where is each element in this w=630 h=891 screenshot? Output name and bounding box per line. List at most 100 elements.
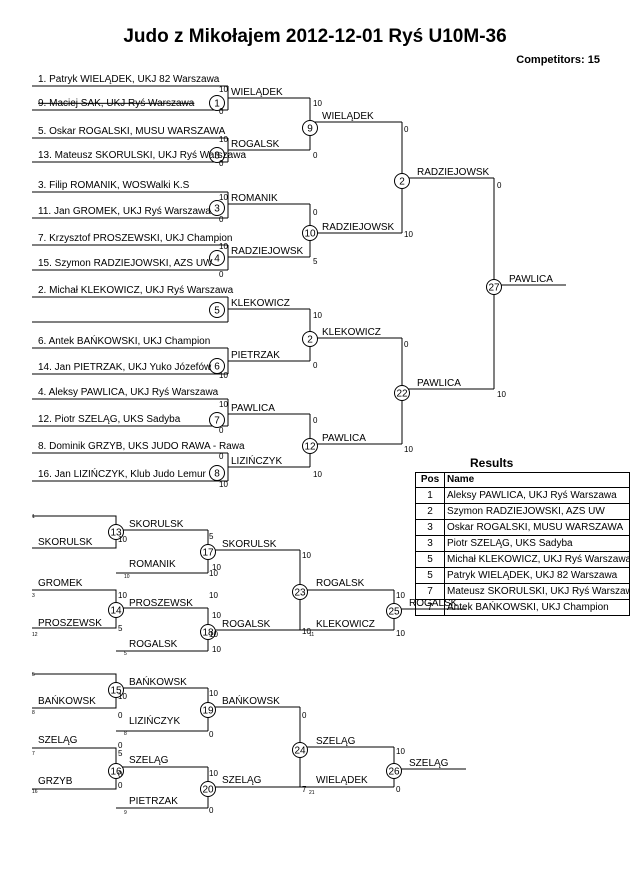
match-score: 10 (219, 400, 228, 409)
competitor-label: PROSZEWSK (38, 618, 102, 629)
match-number: 3 (214, 204, 220, 215)
results-name: Antek BAŃKOWSKI, UKJ Champion (444, 599, 630, 616)
entrant-name: 8. Dominik GRZYB, UKS JUDO RAWA - Rawa (38, 441, 245, 452)
match-number-circle (108, 763, 124, 779)
match-number-circle (200, 781, 216, 797)
match-score: 10 (396, 747, 405, 756)
competitors-count: Competitors: 15 (516, 54, 600, 66)
match-number: 4 (214, 254, 220, 265)
winner-label: WIELĄDEK (322, 111, 374, 122)
winner-label: PIETRZAK (231, 350, 280, 361)
match-number: 14 (110, 606, 122, 617)
match-score: 10 (118, 591, 127, 600)
winner-label: RADZIEJOWSK (322, 222, 395, 233)
winner-label: PROSZEWSK (129, 598, 193, 609)
match-number: 17 (202, 548, 214, 559)
match-score: 10 (396, 629, 405, 638)
match-score: 0 (313, 361, 318, 370)
match-number: 15 (110, 686, 122, 697)
match-number-circle (200, 544, 216, 560)
match-number-circle (209, 147, 225, 163)
seed-number: 10 (124, 574, 130, 580)
competitor-label: ROMANIK (129, 559, 176, 570)
entrant-name: 14. Jan PIETRZAK, UKJ Yuko Józefów (38, 362, 212, 373)
results-header-row: Pos Name (415, 472, 630, 488)
entrant-name: 5. Oskar ROGALSKI, MUSU WARSZAWA (38, 126, 226, 137)
match-number: 23 (294, 588, 306, 599)
match-score: 10 (209, 591, 218, 600)
match-score: 0 (219, 270, 224, 279)
seed-number: 8 (32, 710, 35, 716)
match-score: 10 (219, 480, 228, 489)
seed-number: 16 (32, 789, 38, 795)
match-score: 10 (209, 569, 218, 578)
results-pos: 3 (415, 535, 445, 552)
results-pos: 5 (415, 551, 445, 568)
match-score: 10 (118, 535, 127, 544)
match-number-circle (108, 524, 124, 540)
match-score: 0 (313, 416, 318, 425)
match-score: 10 (219, 371, 228, 380)
winner-label: ROGALSK (231, 139, 280, 150)
entrant-name: 13. Mateusz SKORULSKI, UKJ Ryś Warszawa (38, 150, 246, 161)
entrant-name: 2. Michał KLEKOWICZ, UKJ Ryś Warszawa (38, 285, 234, 296)
results-title: Results (470, 456, 514, 470)
results-name: Aleksy PAWLICA, UKJ Ryś Warszawa (444, 487, 630, 504)
match-number: 1 (214, 99, 220, 110)
winner-label: PAWLICA (231, 403, 275, 414)
seed-number: 12 (32, 632, 38, 638)
page-title: Judo z Mikołajem 2012-12-01 Ryś U10M-36 (123, 26, 507, 47)
match-number: 27 (488, 283, 500, 294)
seed-number: 11 (309, 632, 314, 638)
match-number: 18 (202, 628, 214, 639)
match-score: 10 (404, 230, 413, 239)
results-name: Oskar ROGALSKI, MUSU WARSZAWA (444, 519, 630, 536)
match-score: 0 (118, 741, 123, 750)
entrant-name: 3. Filip ROMANIK, WOSWalki K.S (38, 180, 190, 191)
match-score: 7 (302, 785, 307, 794)
match-score: 10 (396, 591, 405, 600)
match-score: 10 (118, 692, 127, 701)
match-number-circle (108, 682, 124, 698)
match-score: 10 (209, 769, 218, 778)
match-number-circle (200, 702, 216, 718)
match-score: 10 (209, 689, 218, 698)
match-score: 10 (209, 630, 218, 639)
match-number: 24 (294, 746, 306, 757)
entrant-name: 4. Aleksy PAWLICA, UKJ Ryś Warszawa (38, 387, 219, 398)
competitor-label: GRZYB (38, 776, 73, 787)
results-pos: 2 (415, 503, 445, 520)
match-number-circle (394, 385, 410, 401)
match-number: 19 (202, 706, 214, 717)
entrant-name: 12. Piotr SZELĄG, UKS Sadyba (38, 414, 181, 425)
winner-label: SZELĄG (409, 758, 449, 769)
competitor-label: ROGALSK (129, 639, 178, 650)
match-score: 10 (219, 193, 228, 202)
results-name: Mateusz SKORULSKI, UKJ Ryś Warszawa (444, 583, 630, 600)
winner-label: RADZIEJOWSK (417, 167, 490, 178)
winner-label: RADZIEJOWSK (231, 246, 304, 257)
winner-label: ROGALSK (316, 578, 365, 589)
competitor-label: SZELĄG (38, 735, 78, 746)
winner-label: PAWLICA (322, 433, 366, 444)
match-number-circle (209, 412, 225, 428)
results-pos: 5 (415, 567, 445, 584)
match-score: 0 (219, 107, 224, 116)
match-score: 0 (219, 426, 224, 435)
match-circles: 1334567891021222227131714182325151916202… (108, 95, 502, 797)
match-number-circle (386, 603, 402, 619)
match-score: 10 (212, 563, 221, 572)
competitor-label: LIZIŃCZYK (129, 714, 180, 727)
entrant-name: 15. Szymon RADZIEJOWSKI, AZS UW (38, 258, 213, 269)
match-score: 0 (219, 215, 224, 224)
winner-label: BAŃKOWSK (222, 694, 280, 707)
results-name: Szymon RADZIEJOWSKI, AZS UW (444, 503, 630, 520)
competitor-label: SKORULSK (38, 537, 93, 548)
entrant-name: 16. Jan LIZIŃCZYK, Klub Judo Lemur (38, 467, 207, 480)
